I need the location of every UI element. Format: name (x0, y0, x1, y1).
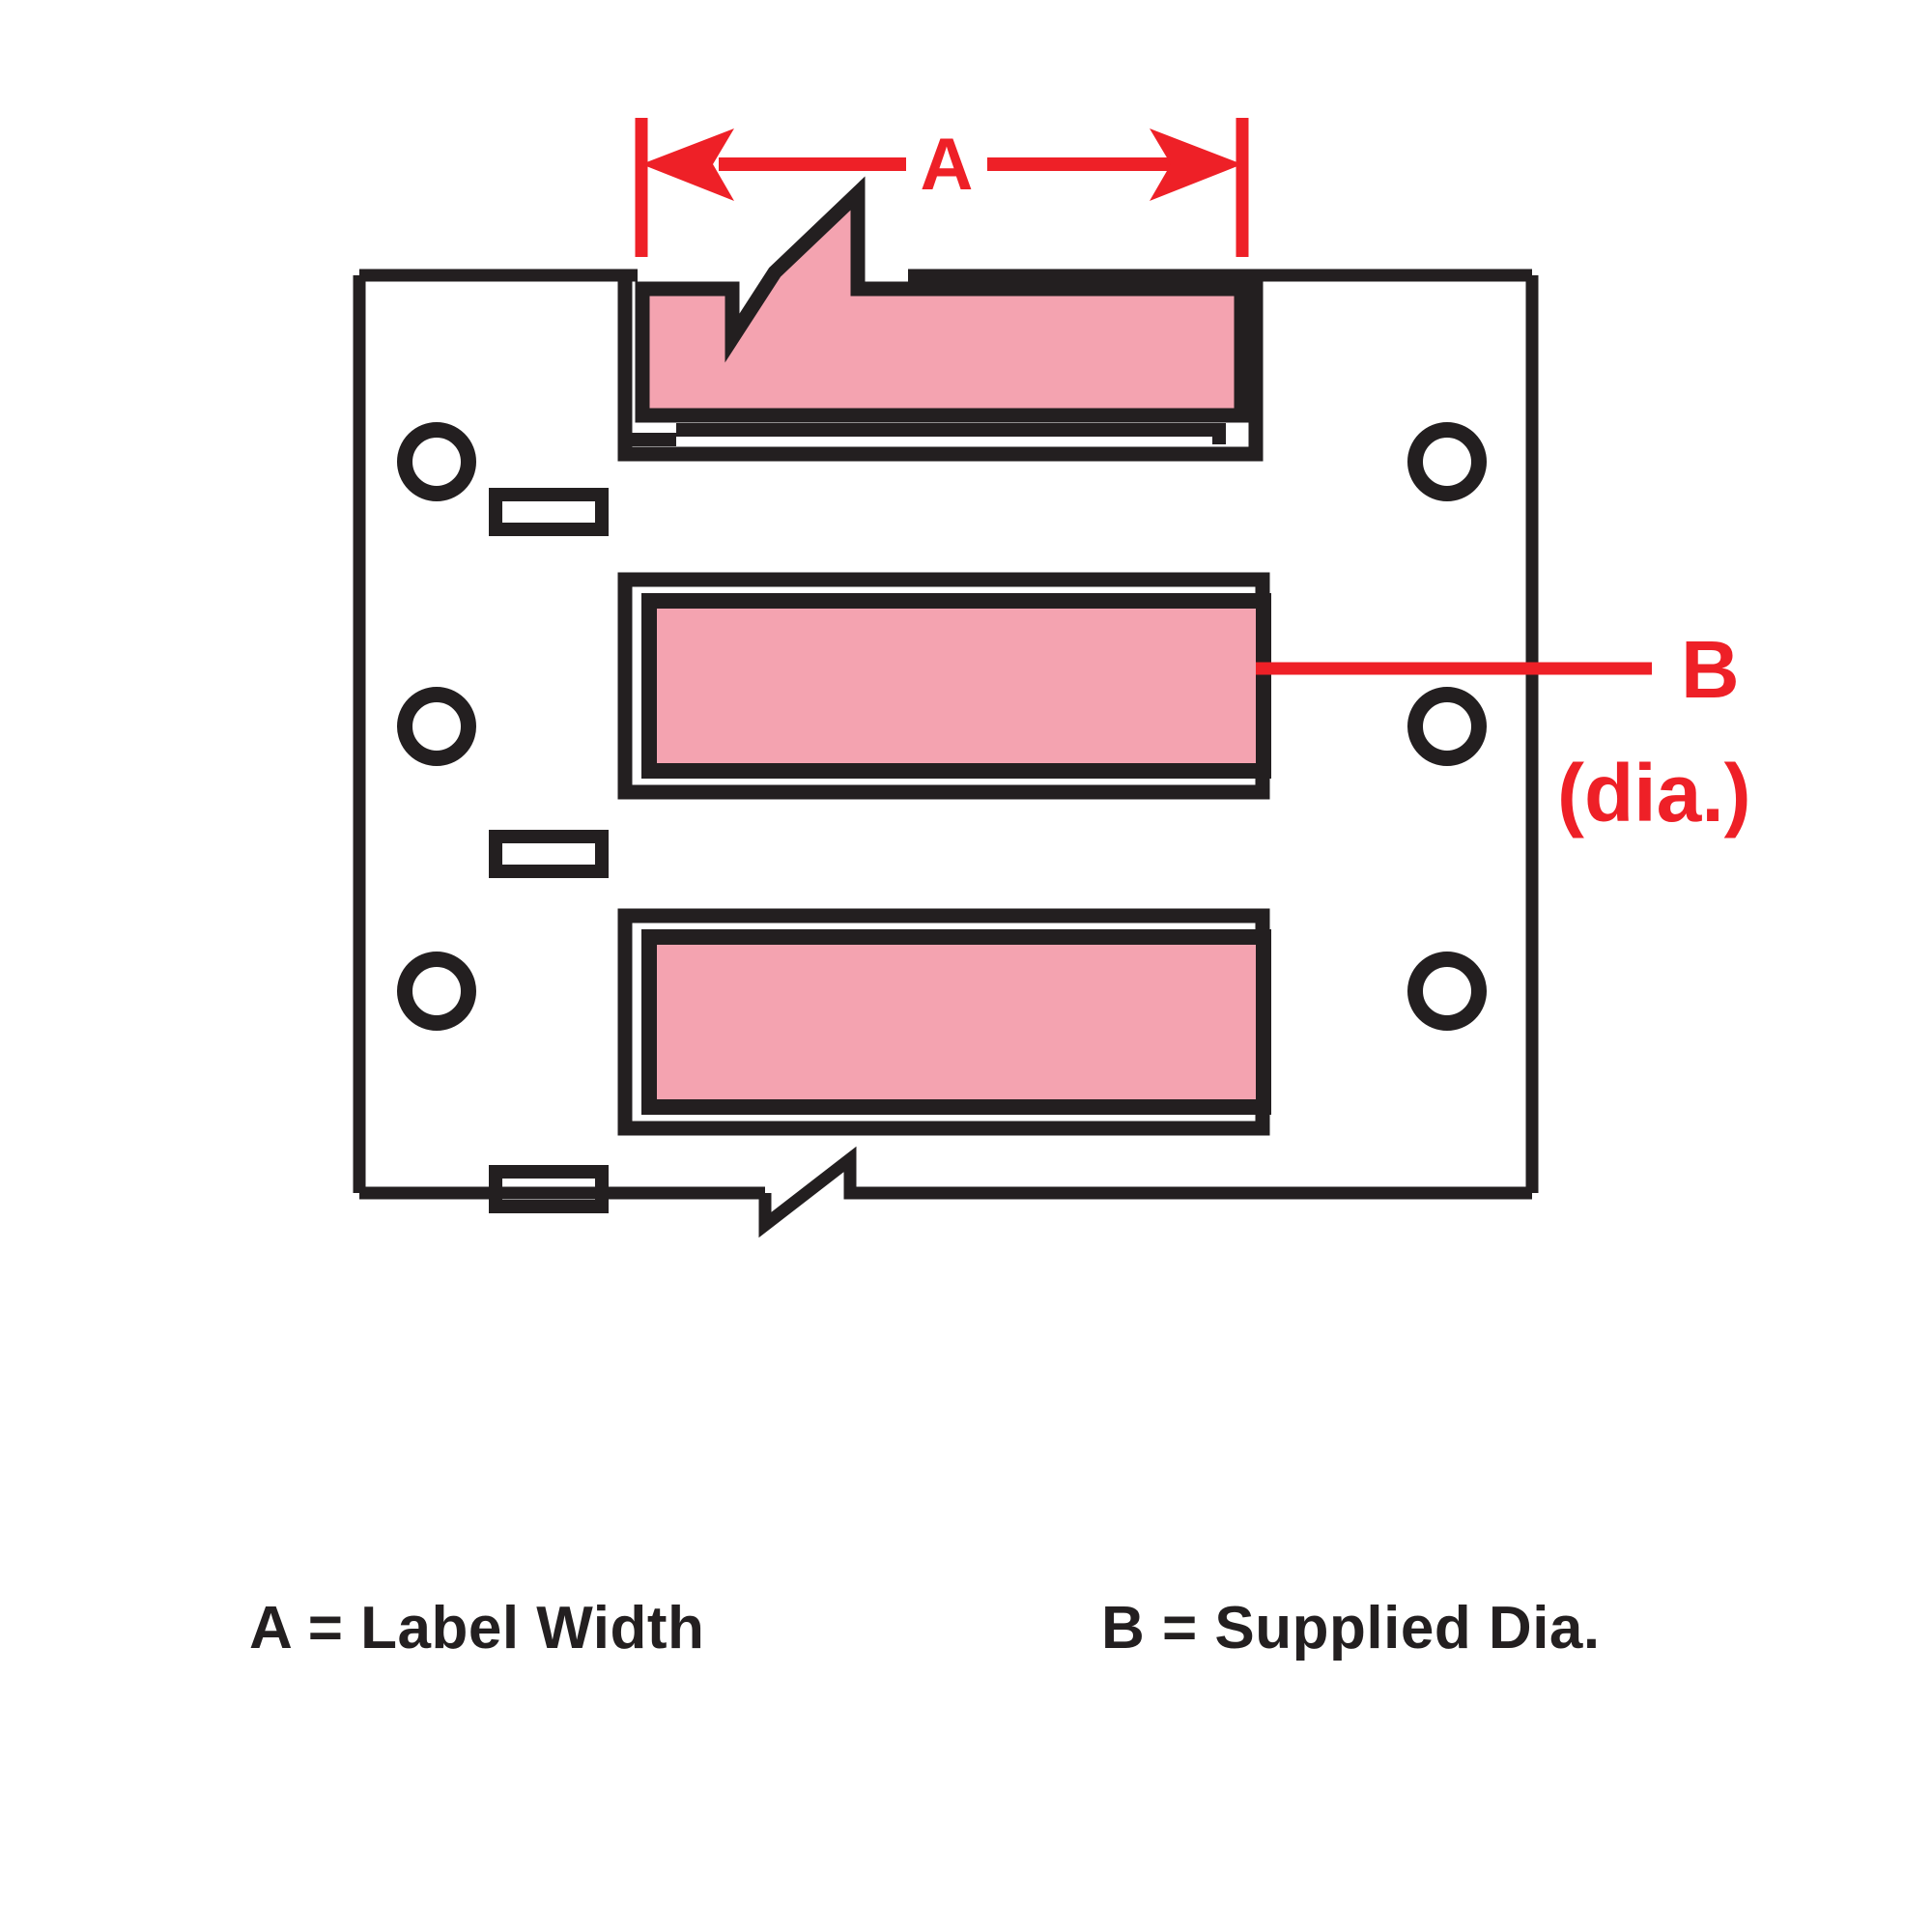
carrier-strip (353, 269, 1539, 1238)
callout-b-sublabel: (dia.) (1557, 748, 1751, 838)
legend-item-b: B = Supplied Dia. (1101, 1595, 1601, 1662)
sprocket-hole-left-1 (397, 422, 476, 501)
sleeve-top-back-outline (617, 275, 1264, 462)
legend-item-a: A = Label Width (249, 1595, 705, 1662)
registration-slot-2 (489, 830, 609, 878)
sprocket-hole-right-2 (1407, 687, 1487, 766)
dimension-a-arrowhead-right (1150, 128, 1242, 201)
sleeve-top (617, 176, 1264, 462)
sprocket-hole-right-1 (1407, 422, 1487, 501)
callout-b-label: B (1681, 624, 1740, 715)
sprocket-hole-left-2 (397, 687, 476, 766)
sleeve-middle (617, 572, 1271, 800)
registration-slot-3 (489, 1165, 609, 1213)
dimension-a-arrowhead-left (641, 128, 734, 201)
legend: A = Label Width B = Supplied Dia. (0, 1575, 1932, 1710)
sleeve-middle-label-face (641, 593, 1271, 779)
carrier-bottom-break-zigzag (758, 1146, 1532, 1238)
dimension-a: A (635, 118, 1249, 257)
sprocket-hole-right-3 (1407, 952, 1487, 1031)
callout-b: B (dia.) (1256, 624, 1751, 838)
sleeve-top-front-lip (676, 423, 1226, 444)
sleeve-top-label-face (635, 176, 1249, 423)
sprocket-hole-left-3 (397, 952, 476, 1031)
sleeve-bottom-label-face (641, 929, 1271, 1115)
dimension-a-label: A (921, 124, 974, 206)
registration-slot-1 (489, 488, 609, 536)
sleeve-bottom (617, 908, 1271, 1136)
